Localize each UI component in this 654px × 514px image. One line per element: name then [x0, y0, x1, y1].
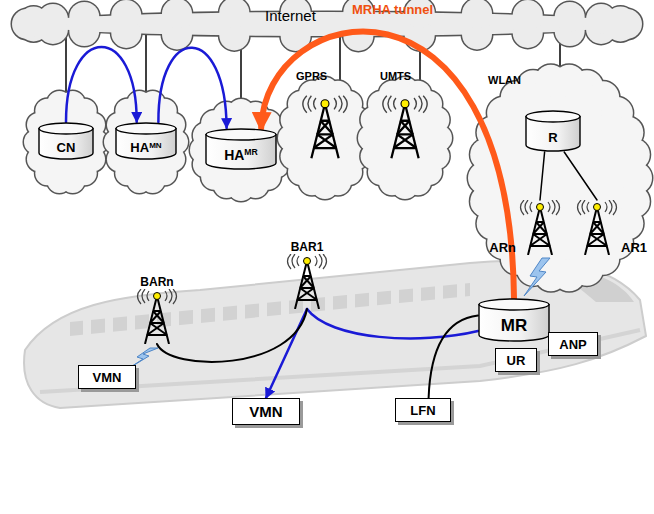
cloud [190, 99, 292, 201]
node-text: AR1 [619, 240, 649, 255]
connector [158, 48, 226, 128]
node-text: ARn [487, 240, 518, 255]
network-device: ANP [548, 332, 598, 356]
text-run: CN [57, 140, 76, 155]
tower-symbol [285, 254, 329, 309]
network-host: R [525, 110, 581, 152]
text-run: VMN [93, 370, 122, 385]
node-label: MR [244, 147, 258, 157]
node-label: MR [501, 316, 527, 335]
tower-symbol [518, 200, 562, 255]
node-label: CN [57, 140, 76, 155]
text-run: HAMN [130, 140, 161, 155]
node-text: HAMN [115, 134, 177, 160]
tower-symbol [135, 289, 179, 344]
connector [540, 152, 545, 200]
node-label: VMN [249, 403, 282, 420]
network-host: CN [38, 122, 94, 160]
text-run: VMN [249, 403, 282, 420]
access-router: BARn [115, 275, 198, 344]
node-text: LFN [396, 399, 450, 421]
cloud [104, 91, 188, 193]
text-run: BAR1 [291, 240, 324, 254]
node-text: VMN [79, 366, 135, 388]
network-host: HAMR [205, 128, 277, 170]
text-run: UR [507, 353, 526, 368]
cell-towers [303, 96, 427, 159]
node-text: MR [478, 310, 550, 342]
access-router: ARn [485, 200, 562, 255]
access-network-name: GPRS [296, 70, 327, 82]
node-text: UR [496, 349, 536, 371]
cloud [468, 65, 652, 292]
tunnel-arrow [261, 32, 514, 298]
node-label: AR1 [621, 240, 647, 255]
node-label: LFN [410, 403, 435, 418]
node-text: BARn [138, 275, 175, 289]
cloud [358, 77, 452, 199]
text-run: LFN [410, 403, 435, 418]
text-run: ANP [559, 337, 586, 352]
node-label: HA [130, 140, 149, 155]
access-router: BAR1 [266, 240, 349, 309]
connector [429, 316, 478, 398]
node-label: BARn [140, 275, 173, 289]
clouds [12, 0, 652, 291]
connector [564, 152, 597, 200]
node-label: HA [224, 147, 244, 163]
cloud [12, 0, 642, 51]
node-label: BAR1 [291, 240, 324, 254]
network-name: Internet [265, 7, 316, 24]
node-text: R [525, 122, 581, 152]
network-device: UR [495, 348, 537, 372]
node-label: VMN [93, 370, 122, 385]
node-text: BAR1 [289, 240, 326, 254]
node-text: CN [38, 134, 94, 160]
network-device: VMN [232, 398, 300, 425]
network-host: HAMN [115, 122, 177, 160]
wireless-links [126, 258, 550, 370]
text-run: R [548, 130, 557, 145]
text-run: BARn [140, 275, 173, 289]
network-host: MR [478, 298, 550, 342]
node-label: MN [149, 140, 162, 149]
text-run: MR [501, 316, 527, 336]
node-label: R [548, 130, 557, 145]
node-text: ANP [549, 333, 597, 355]
network-device: LFN [395, 398, 451, 422]
connector [307, 309, 478, 338]
edge-label: MRHA tunnel [352, 2, 433, 17]
connector [66, 47, 137, 122]
access-network-name: UMTS [380, 70, 411, 82]
node-text: VMN [233, 399, 299, 424]
node-label: ARn [489, 240, 516, 255]
node-label: ANP [559, 337, 586, 352]
tower-symbol [575, 200, 619, 255]
connector [157, 309, 307, 362]
text-run: HAMR [224, 147, 258, 163]
network-device: VMN [78, 365, 136, 389]
access-network-name: WLAN [488, 74, 521, 86]
node-label: UR [507, 353, 526, 368]
text-run: ARn [489, 240, 516, 255]
access-router: AR1 [575, 200, 651, 255]
connector [266, 309, 307, 398]
text-run: AR1 [621, 240, 647, 255]
node-text: HAMR [205, 140, 277, 170]
